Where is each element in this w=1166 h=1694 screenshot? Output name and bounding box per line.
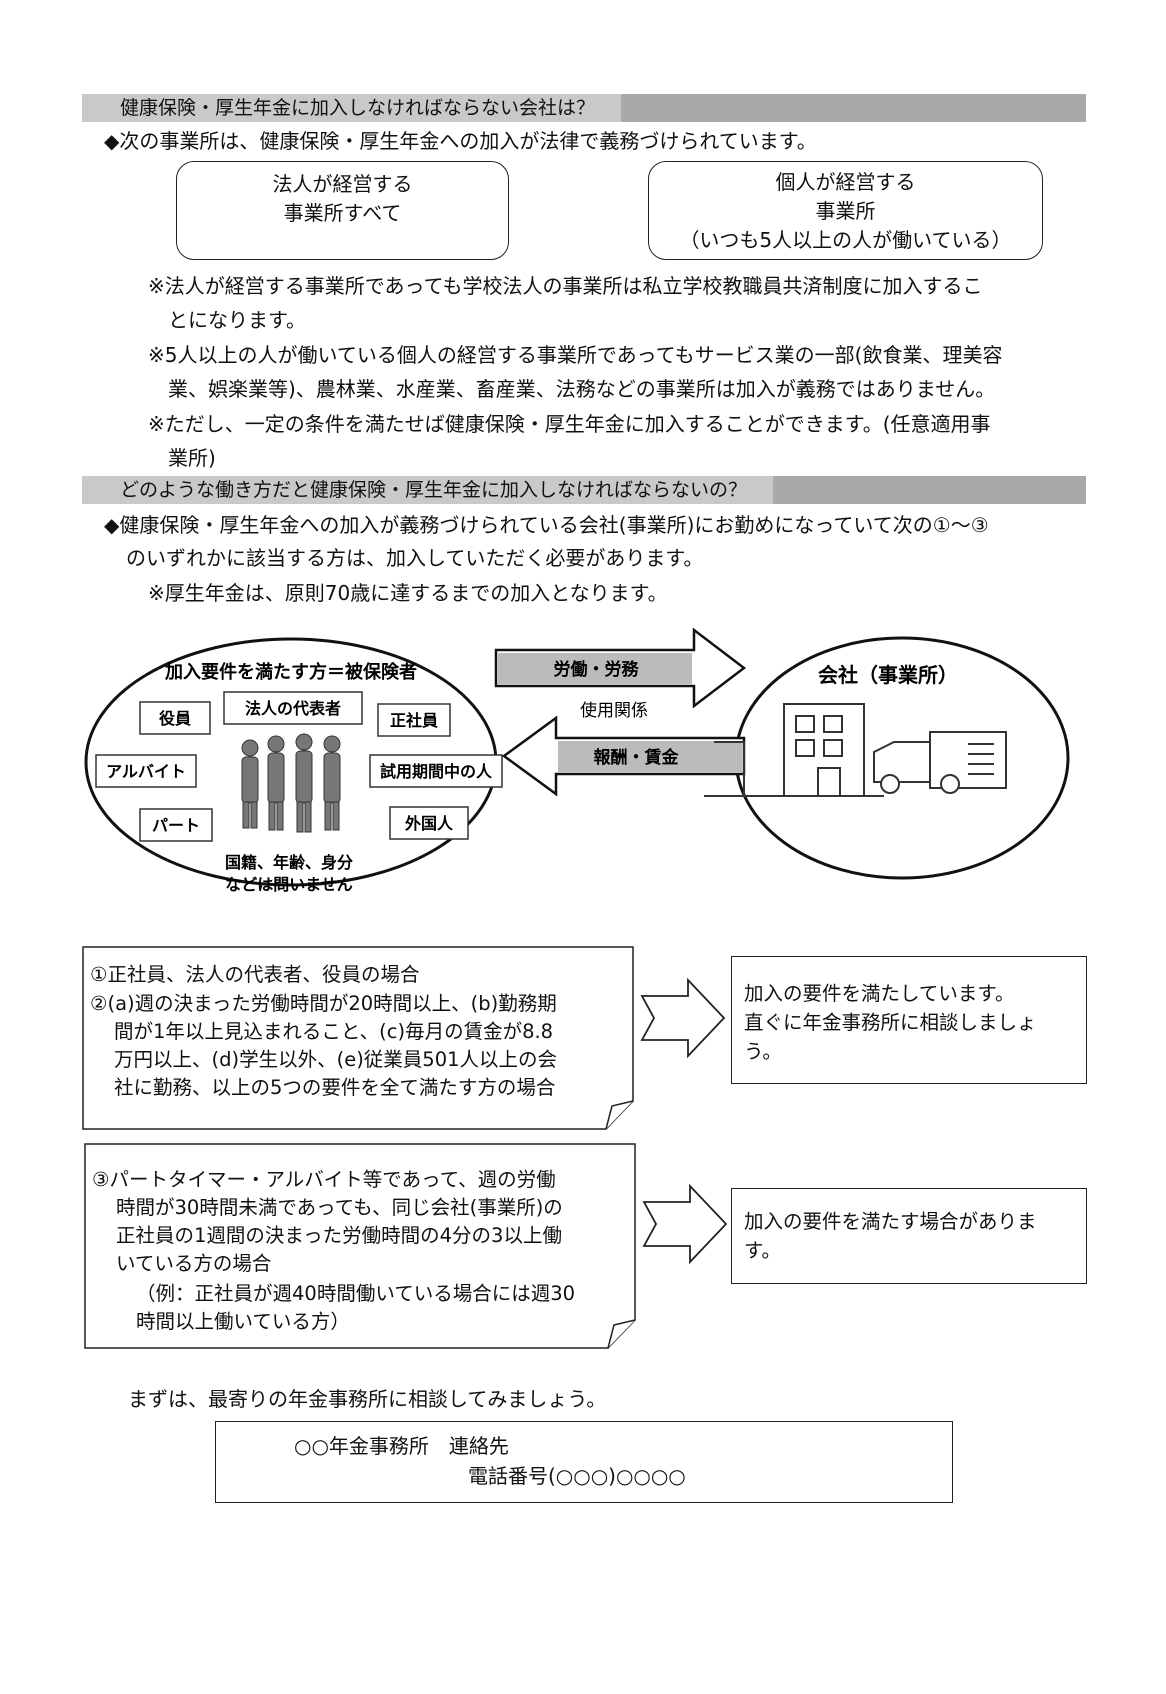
box-individual-line: （いつも5人以上の人が働いている） xyxy=(679,228,1012,252)
case1-result-line: 加入の要件を満たしています。 xyxy=(744,982,1015,1005)
case2-line: （例：正社員が週40時間働いている場合には週30 xyxy=(136,1282,576,1305)
diagram-left-footer: などは問いません xyxy=(225,875,353,894)
note-line: ※5人以上の人が働いている個人の経営する事業所であってもサービス業の一部(飲食業… xyxy=(148,343,1003,367)
arrow-left-label: 報酬・賃金 xyxy=(594,747,680,768)
role-label: 法人の代表者 xyxy=(245,699,341,718)
case1-result-line: う。 xyxy=(744,1040,782,1063)
box-individual-line: 個人が経営する xyxy=(775,170,916,194)
note-line: ※ただし、一定の条件を満たせば健康保険・厚生年金に加入することができます。(任意… xyxy=(148,412,991,436)
note-line: ※法人が経営する事業所であっても学校法人の事業所は私立学校教職員共済制度に加入す… xyxy=(148,274,983,298)
case2-line: 時間が30時間未満であっても、同じ会社(事業所)の xyxy=(116,1196,563,1219)
box-corporate-line: 事業所すべて xyxy=(283,201,402,225)
section-header-1: 健康保険・厚生年金に加入しなければならない会社は？ xyxy=(82,94,622,122)
diagram-left-footer: 国籍、年齢、身分 xyxy=(225,853,353,872)
role-gaikokujin: 外国人 xyxy=(389,806,469,840)
section-header-bar: 健康保険・厚生年金に加入しなければならない会社は？ xyxy=(82,94,1086,122)
role-seishain: 正社員 xyxy=(377,703,451,737)
case2-box: ③パートタイマー・アルバイト等であって、週の労働 時間が30時間未満であっても、… xyxy=(84,1143,636,1349)
role-label: 役員 xyxy=(159,709,191,728)
box-individual: 個人が経営する 事業所 （いつも5人以上の人が働いている） xyxy=(648,161,1043,260)
case2-frame xyxy=(84,1143,636,1349)
case2-result-box: 加入の要件を満たす場合がありま す。 xyxy=(731,1188,1087,1284)
section-header-bar: どのような働き方だと健康保険・厚生年金に加入しなければならないの？ xyxy=(82,476,1086,504)
case2-line: いている方の場合 xyxy=(116,1252,272,1275)
diagram-middle-label: 使用関係 xyxy=(580,700,648,721)
role-label: 試用期間中の人 xyxy=(380,762,493,781)
building-illustration xyxy=(704,703,884,797)
role-daihyousha: 法人の代表者 xyxy=(223,691,363,725)
case1-line: ①正社員、法人の代表者、役員の場合 xyxy=(90,963,420,986)
case1-line: 間が1年以上見込まれること、(c)毎月の賃金が8.8 xyxy=(114,1020,554,1043)
contact-phone: 電話番号(○○○)○○○○ xyxy=(468,1464,686,1488)
case2-arrow-icon xyxy=(642,1184,728,1264)
role-label: アルバイト xyxy=(106,762,186,781)
case1-arrow-icon xyxy=(640,978,726,1058)
case2-result-line: 加入の要件を満たす場合がありま xyxy=(744,1210,1037,1233)
section2-note: ※厚生年金は、原則70歳に達するまでの加入となります。 xyxy=(148,581,668,605)
case1-result-line: 直ぐに年金事務所に相談しましょ xyxy=(744,1011,1037,1034)
diagram-left-title: 加入要件を満たす方＝被保険者 xyxy=(164,661,417,683)
box-corporate: 法人が経営する 事業所すべて xyxy=(176,161,509,260)
employment-relationship-diagram: 加入要件を満たす方＝被保険者 役員 法人の代表者 正社員 アルバイト 試用期間中… xyxy=(84,627,1070,894)
arrow-right-labor: 労働・労務 xyxy=(494,627,747,709)
case1-box: ①正社員、法人の代表者、役員の場合 ②(a)週の決まった労働時間が20時間以上、… xyxy=(82,946,634,1130)
box-individual-line: 事業所 xyxy=(815,199,876,223)
company-label: 会社（事業所） xyxy=(818,663,958,687)
role-yakuin: 役員 xyxy=(139,701,211,735)
case1-frame xyxy=(82,946,634,1130)
section1-intro: ◆次の事業所は、健康保険・厚生年金への加入が法律で義務づけられています。 xyxy=(104,129,817,153)
note-line: とになります。 xyxy=(168,308,306,332)
case1-line: 社に勤務、以上の5つの要件を全て満たす方の場合 xyxy=(114,1076,556,1099)
case1-result-box: 加入の要件を満たしています。 直ぐに年金事務所に相談しましょ う。 xyxy=(731,956,1087,1084)
role-label: 外国人 xyxy=(404,814,454,833)
box-corporate-line: 法人が経営する xyxy=(272,172,413,196)
note-line: 業、娯楽業等)、農林業、水産業、畜産業、法務などの事業所は加入が義務ではありませ… xyxy=(168,377,996,401)
section2-intro: のいずれかに該当する方は、加入していただく必要があります。 xyxy=(126,546,704,570)
people-illustration xyxy=(241,733,341,833)
contact-box: ○○年金事務所 連絡先 電話番号(○○○)○○○○ xyxy=(215,1421,953,1503)
arrow-right-label: 労働・労務 xyxy=(554,659,640,680)
note-line: 業所) xyxy=(168,446,216,470)
case2-line: 正社員の1週間の決まった労働時間の4分の3以上働 xyxy=(116,1224,562,1247)
case2-line: ③パートタイマー・アルバイト等であって、週の労働 xyxy=(92,1168,556,1191)
closing-text: まずは、最寄りの年金事務所に相談してみましょう。 xyxy=(128,1387,607,1411)
truck-illustration xyxy=(873,731,1007,794)
role-label: 正社員 xyxy=(390,711,438,730)
case2-result-line: す。 xyxy=(744,1239,782,1262)
role-label: パート xyxy=(152,816,200,835)
contact-office: ○○年金事務所 連絡先 xyxy=(294,1434,509,1458)
role-paato: パート xyxy=(139,808,213,842)
case1-line: ②(a)週の決まった労働時間が20時間以上、(b)勤務期 xyxy=(90,992,557,1015)
section2-intro: ◆健康保険・厚生年金への加入が義務づけられている会社(事業所)にお勤めになってい… xyxy=(104,513,989,537)
role-shiyou: 試用期間中の人 xyxy=(369,754,503,788)
case1-line: 万円以上、(d)学生以外、(e)従業員501人以上の会 xyxy=(114,1048,558,1071)
case2-line: 時間以上働いている方） xyxy=(136,1310,350,1333)
arrow-left-wage: 報酬・賃金 xyxy=(501,715,746,797)
section-header-2: どのような働き方だと健康保険・厚生年金に加入しなければならないの？ xyxy=(82,476,774,504)
role-arubaito: アルバイト xyxy=(95,754,197,788)
